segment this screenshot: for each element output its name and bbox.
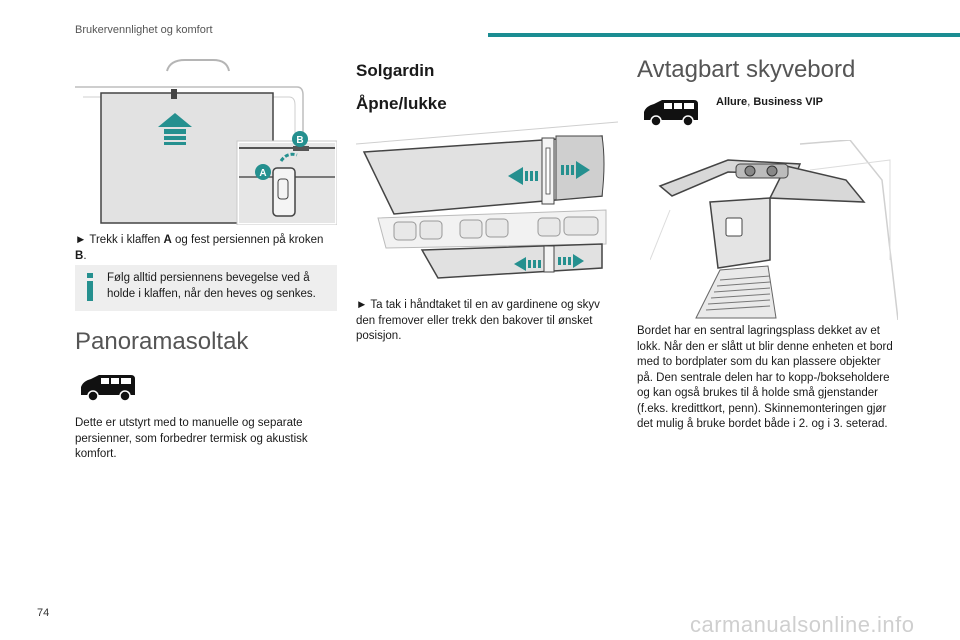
slide-back-arrow-icon — [508, 167, 538, 185]
page-number: 74 — [37, 607, 50, 619]
subtitle-open-close: Åpne/lukke — [356, 94, 447, 113]
label-b: B — [296, 135, 303, 146]
title-solgardin: Solgardin — [356, 61, 435, 80]
table-illustration — [650, 140, 898, 320]
footer-watermark-url: carmanualsonline.info — [690, 612, 915, 637]
step-arrow: ► — [75, 234, 87, 246]
blind-illustration: B A — [75, 59, 337, 225]
label-a: A — [259, 168, 266, 179]
slide-forward-arrow-icon-lower — [558, 254, 584, 268]
up-arrow-icon — [158, 113, 192, 145]
section-title-skyvebord: Avtagbart skyvebord — [637, 56, 856, 83]
info-note: Følg alltid persiennens bevegelse ved å … — [75, 265, 337, 311]
sunshade-step-text: Ta tak i håndtaket til en av gardinene o… — [356, 299, 600, 342]
running-header: Brukervennlighet og komfort — [75, 24, 213, 36]
step-arrow: ► — [356, 299, 368, 311]
van-icon — [81, 375, 135, 402]
table-body: Bordet har en sentral lagringsplass dekk… — [637, 325, 893, 430]
header-accent-bar — [488, 33, 960, 37]
info-icon — [87, 273, 93, 301]
version-tag: Allure, Business VIP — [716, 96, 824, 108]
sunshade-illustration — [356, 121, 618, 279]
note-text: Følg alltid persiennens bevegelse ved å … — [107, 272, 316, 300]
van-icon — [644, 100, 698, 127]
slide-forward-arrow-icon — [561, 161, 590, 179]
panoramasoltak-body: Dette er utstyrt med to manuelle og sepa… — [75, 417, 308, 460]
slide-back-arrow-icon-lower — [514, 257, 541, 271]
section-title-panoramasoltak: Panoramasoltak — [75, 328, 249, 355]
step-pull-tab: ► Trekk i klaffen A og fest persiennen p… — [75, 234, 324, 262]
